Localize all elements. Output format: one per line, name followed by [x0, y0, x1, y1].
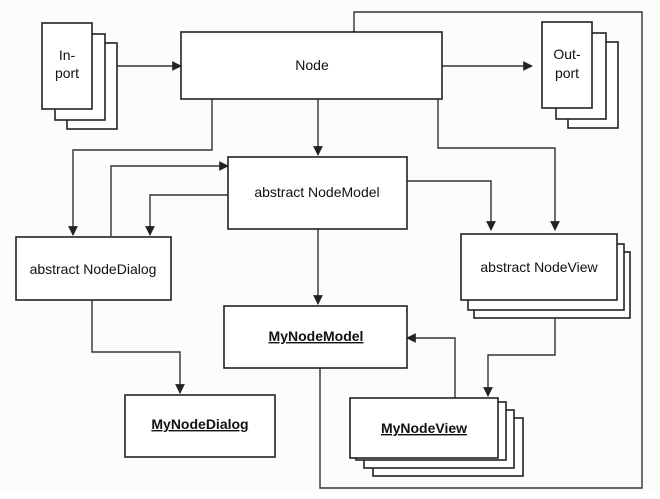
mynodeview-box: MyNodeView — [349, 397, 524, 477]
nodeview-box: abstract NodeView — [460, 233, 631, 319]
mynodemodel-label: MyNodeModel — [269, 328, 364, 344]
mynodedialog-label: MyNodeDialog — [151, 416, 248, 432]
nodeview-label: abstract NodeView — [480, 259, 598, 275]
nodedialog-label: abstract NodeDialog — [30, 261, 157, 277]
arrow-nodeview-to-mynodeview — [483, 318, 556, 397]
inport-box: In- port — [41, 22, 118, 130]
connectors — [68, 11, 643, 489]
mynodemodel-box: MyNodeModel — [223, 305, 408, 369]
nodedialog-box: abstract NodeDialog — [15, 236, 172, 301]
arrow-node-to-nodeview — [437, 99, 560, 231]
inport-label-line2: port — [55, 65, 79, 81]
outport-label-line1: Out- — [553, 46, 581, 62]
arrow-mynodeview-to-mynodemodel — [406, 333, 456, 398]
arrow-nodemodel-to-nodeview — [407, 180, 496, 231]
node-box: Node — [180, 31, 443, 100]
arrow-nodedialog-to-nodemodel — [110, 161, 229, 236]
nodemodel-box: abstract NodeModel — [227, 156, 408, 230]
nodemodel-label: abstract NodeModel — [254, 184, 379, 200]
mynodedialog-box: MyNodeDialog — [124, 394, 276, 458]
arrow-node-to-nodedialog — [68, 99, 213, 236]
mynodeview-label: MyNodeView — [381, 420, 467, 436]
outport-label-line2: port — [555, 65, 579, 81]
node-label: Node — [295, 57, 329, 73]
inport-label-line1: In- — [59, 47, 76, 63]
arrow-nodemodel-to-nodedialog — [145, 194, 228, 236]
enclosure-frame — [319, 11, 643, 489]
arrow-nodedialog-to-mynodedialog — [91, 300, 185, 394]
outport-box: Out- port — [541, 21, 619, 129]
